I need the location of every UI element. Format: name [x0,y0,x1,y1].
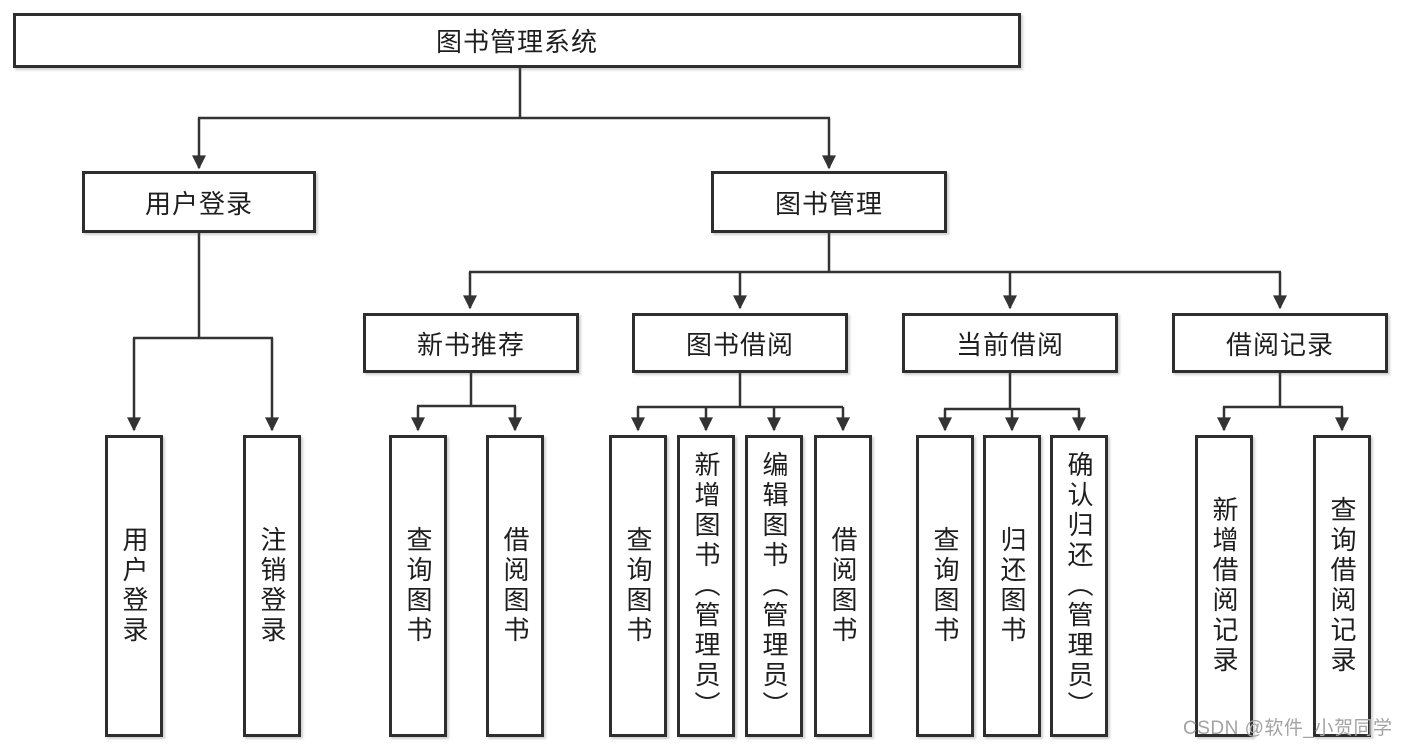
node-label: 注销登录 [257,526,287,646]
node-label: 新书推荐 [416,329,525,360]
node-label: 新增图书（管理员） [691,451,721,721]
node-label: 图书管理 [774,188,883,219]
leaf-current-return-books: 归还图书 [983,435,1041,737]
node-label: 用户登录 [144,188,253,219]
leaf-current-query-books: 查询图书 [916,435,974,737]
csdn-watermark: CSDN @软件_小贺同学 [1183,718,1393,739]
node-label: 图书借阅 [685,329,794,360]
node-label: 编辑图书（管理员） [759,451,789,721]
node-label: 借阅记录 [1225,329,1334,360]
leaf-logout: 注销登录 [243,435,301,737]
node-label: 查询图书 [623,526,653,646]
node-label: 查询借阅记录 [1327,496,1357,676]
leaf-newrec-query-books: 查询图书 [389,435,447,737]
leaf-current-confirm-return-admin: 确认归还（管理员） [1050,435,1108,737]
node-user-login: 用户登录 [82,171,316,233]
node-borrowing-records: 借阅记录 [1172,313,1388,373]
node-label: 归还图书 [997,526,1027,646]
node-label: 确认归还（管理员） [1064,451,1094,721]
node-library-management-system: 图书管理系统 [13,13,1021,68]
leaf-borrow-borrow-books: 借阅图书 [814,435,872,737]
node-label: 新增借阅记录 [1209,496,1239,676]
node-label: 查询图书 [930,526,960,646]
node-new-book-recommend: 新书推荐 [363,313,579,373]
node-label: 借阅图书 [828,526,858,646]
node-current-borrowing: 当前借阅 [902,313,1118,373]
node-book-borrowing: 图书借阅 [632,313,848,373]
node-label: 查询图书 [403,526,433,646]
leaf-records-add-record: 新增借阅记录 [1195,435,1253,737]
node-label: 用户登录 [119,526,149,646]
leaf-records-query-record: 查询借阅记录 [1313,435,1371,737]
leaf-borrow-edit-books-admin: 编辑图书（管理员） [745,435,803,737]
leaf-user-login: 用户登录 [105,435,163,737]
node-label: 借阅图书 [500,526,530,646]
leaf-borrow-query-books: 查询图书 [609,435,667,737]
node-label: 图书管理系统 [435,27,598,57]
node-book-management: 图书管理 [711,171,947,233]
leaf-newrec-borrow-books: 借阅图书 [486,435,544,737]
node-label: 当前借阅 [955,329,1064,360]
leaf-borrow-add-books-admin: 新增图书（管理员） [677,435,735,737]
